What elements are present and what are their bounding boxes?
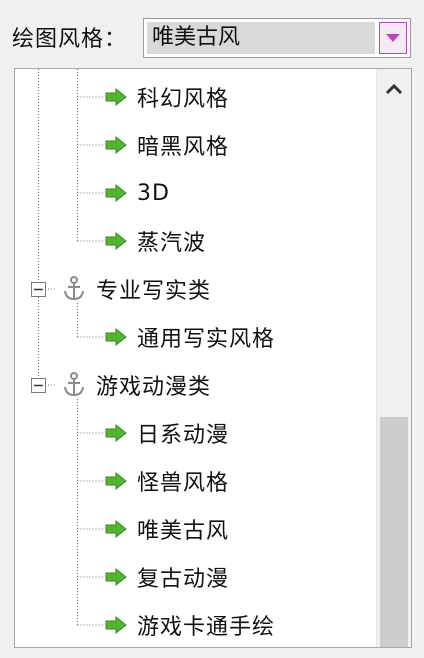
tree-item-label: 复古动漫: [137, 567, 230, 592]
tree-item-scifi[interactable]: 科幻风格: [105, 77, 229, 117]
tree-item-dark[interactable]: 暗黑风格: [105, 125, 229, 165]
tree-item-label: 日系动漫: [137, 423, 230, 448]
style-combobox[interactable]: 唯美古风: [143, 18, 411, 58]
combo-selected-value: 唯美古风: [147, 22, 375, 54]
tree-item-retro-anime[interactable]: 复古动漫: [105, 557, 229, 597]
tree-group-realistic[interactable]: 专业写实类: [31, 269, 211, 309]
tree-item-3d[interactable]: 3D: [105, 173, 170, 213]
vertical-scrollbar[interactable]: [376, 69, 411, 647]
header: 绘图风格： 唯美古风: [0, 0, 424, 66]
tree-item-label: 蒸汽波: [137, 231, 207, 256]
tree-connector-lines: [38, 69, 103, 626]
green-arrow-icon: [105, 232, 127, 250]
tree-group-label: 游戏动漫类: [96, 375, 212, 400]
green-arrow-icon: [105, 568, 127, 586]
tree-item-label: 唯美古风: [137, 519, 230, 544]
green-arrow-icon: [105, 520, 127, 538]
tree-item-general-realistic[interactable]: 通用写实风格: [105, 317, 275, 357]
collapse-toggle-icon[interactable]: [31, 377, 46, 393]
tree-item-label: 3D: [137, 180, 170, 206]
tree-group-game-anime[interactable]: 游戏动漫类: [31, 365, 211, 405]
tree-item-game-cartoon[interactable]: 游戏卡通手绘: [105, 605, 275, 645]
tree-item-label: 通用写实风格: [137, 327, 276, 352]
style-label: 绘图风格：: [12, 27, 128, 52]
tree-item-label: 游戏卡通手绘: [137, 615, 276, 640]
green-arrow-icon: [105, 424, 127, 442]
green-arrow-icon: [105, 616, 127, 634]
green-arrow-icon: [105, 184, 127, 202]
green-arrow-icon: [105, 136, 127, 154]
green-arrow-icon: [105, 88, 127, 106]
green-arrow-icon: [105, 472, 127, 490]
style-tree[interactable]: 科幻风格 暗黑风格 3D 蒸汽波 专业写实类: [14, 68, 412, 648]
combo-dropdown-button[interactable]: [379, 22, 407, 54]
tree-item-aesthetic-ancient[interactable]: 唯美古风: [105, 509, 229, 549]
tree-item-vaporwave[interactable]: 蒸汽波: [105, 221, 206, 261]
scroll-thumb[interactable]: [380, 417, 408, 647]
anchor-icon: [64, 276, 84, 301]
tree-item-label: 怪兽风格: [137, 471, 230, 496]
collapse-toggle-icon[interactable]: [31, 281, 46, 297]
scroll-up-button[interactable]: [377, 69, 411, 109]
tree-group-label: 专业写实类: [96, 279, 212, 304]
anchor-icon: [64, 372, 84, 397]
tree-item-label: 科幻风格: [137, 87, 230, 112]
tree-item-japanese-anime[interactable]: 日系动漫: [105, 413, 229, 453]
chevron-up-icon: [385, 83, 403, 95]
tree-item-monster[interactable]: 怪兽风格: [105, 461, 229, 501]
tree-item-label: 暗黑风格: [137, 135, 230, 160]
chevron-down-icon: [386, 34, 400, 42]
green-arrow-icon: [105, 328, 127, 346]
